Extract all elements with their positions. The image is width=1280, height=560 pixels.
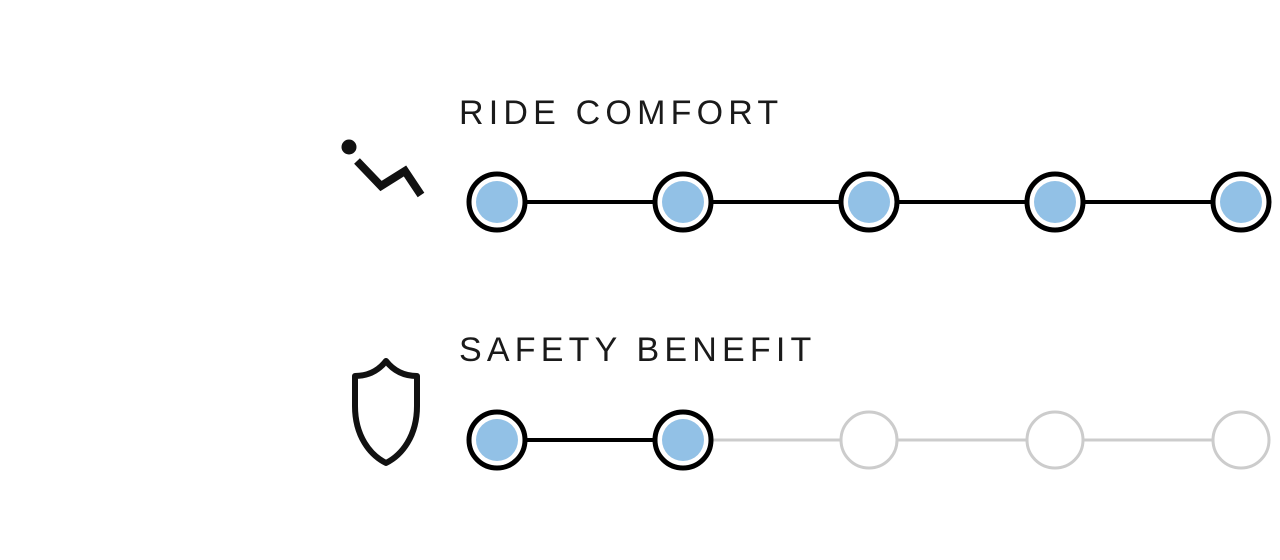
rating-pip[interactable] xyxy=(839,410,899,470)
rating-track-ride-comfort[interactable] xyxy=(466,170,1280,234)
rating-pip[interactable] xyxy=(466,409,528,471)
rating-pip[interactable] xyxy=(466,171,528,233)
rating-track-safety-benefit[interactable] xyxy=(466,408,1280,472)
rating-pip[interactable] xyxy=(1024,171,1086,233)
shield-icon xyxy=(338,358,434,466)
rating-pip[interactable] xyxy=(652,171,714,233)
rating-pip[interactable] xyxy=(1210,171,1272,233)
rating-pip[interactable] xyxy=(652,409,714,471)
rating-pip[interactable] xyxy=(1025,410,1085,470)
rating-pip[interactable] xyxy=(838,171,900,233)
bump-road-icon xyxy=(338,136,434,206)
metric-label-ride-comfort: RIDE COMFORT xyxy=(459,94,784,132)
metric-label-safety-benefit: SAFETY BENEFIT xyxy=(459,331,817,369)
rating-pip[interactable] xyxy=(1211,410,1271,470)
